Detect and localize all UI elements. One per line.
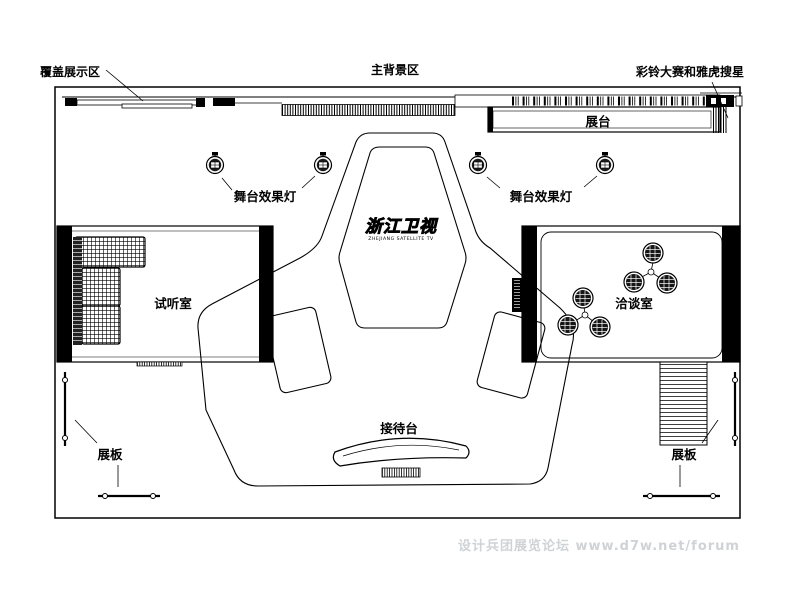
logo-screen <box>338 146 467 329</box>
meeting-room-wall-left <box>522 226 537 362</box>
spotlight-icon <box>595 151 615 175</box>
meeting-room-wall-right <box>722 226 740 362</box>
chair-icon <box>642 242 664 264</box>
stairs <box>659 361 708 446</box>
cover-area-leader <box>105 69 144 102</box>
meeting-room-cabinet <box>512 278 522 312</box>
chair-icon <box>656 272 678 294</box>
main-background-wall <box>281 104 456 116</box>
spotlight-icon <box>313 151 333 175</box>
spotlight-icon <box>468 151 488 175</box>
spotlight-icon <box>205 151 225 175</box>
cover-area-label: 覆盖展示区 <box>39 64 100 79</box>
chair-icon <box>557 314 579 336</box>
panel-label-right: 展板 <box>671 447 697 462</box>
meeting-room: 洽谈室 <box>512 225 741 363</box>
display-panel-right <box>643 372 738 499</box>
display-panel-left <box>62 372 160 499</box>
panel-label-left: 展板 <box>97 447 123 462</box>
watermark: 设计兵团展览论坛 www.d7w.net/forum <box>458 538 740 554</box>
audition-room-door <box>136 361 183 367</box>
logo-cn: 浙江卫视 <box>365 217 439 237</box>
stage-light-label-right: 舞台效果灯 <box>509 189 573 204</box>
main-background-label: 主背景区 <box>371 62 419 77</box>
audition-room: 试听室 <box>56 225 274 367</box>
reception-label: 接待台 <box>380 421 418 436</box>
ring-contest-wall <box>454 94 743 108</box>
ring-contest-leader <box>711 81 729 119</box>
audition-room-wall-right <box>259 226 273 362</box>
chair-icon <box>572 287 594 309</box>
logo-en: ZHEJIANG SATELLITE TV <box>368 236 434 242</box>
stage-light-leaders <box>221 175 598 191</box>
stage-light-label-left: 舞台效果灯 <box>233 189 297 204</box>
reception-desk <box>332 437 470 478</box>
chair-icon <box>589 316 611 338</box>
meeting-room-label: 洽谈室 <box>615 296 653 311</box>
stand: 展台 <box>487 106 728 133</box>
sofa <box>73 236 146 345</box>
stand-label: 展台 <box>585 114 610 129</box>
ring-contest-label: 彩铃大赛和雅虎搜星 <box>635 64 744 79</box>
cover-display-unit <box>121 103 193 109</box>
audition-room-wall-left <box>57 226 72 362</box>
audition-room-label: 试听室 <box>154 296 192 311</box>
round-table-icon <box>639 261 661 279</box>
chair-icon <box>623 271 645 293</box>
